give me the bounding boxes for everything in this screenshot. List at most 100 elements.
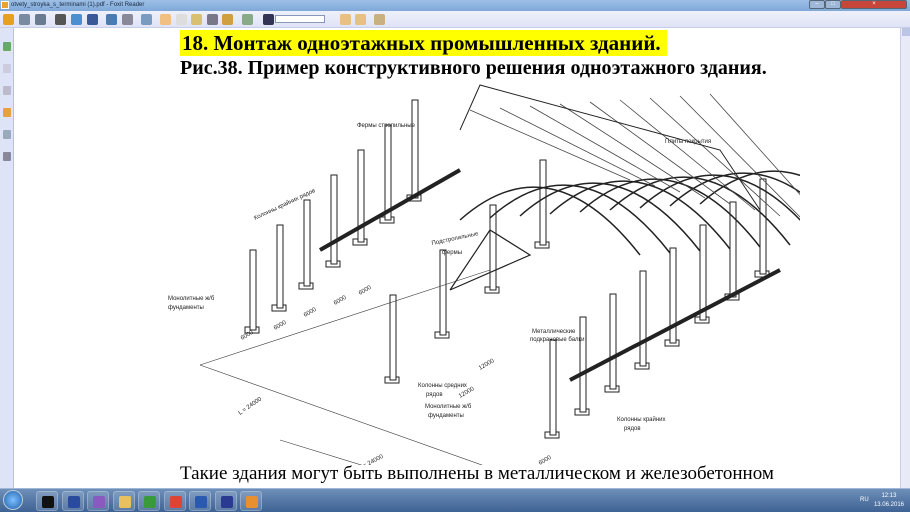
column xyxy=(384,124,392,221)
roof-truss xyxy=(579,178,761,248)
drawing-label: фундаменты xyxy=(168,305,204,311)
column xyxy=(759,178,767,275)
zoom-icon[interactable] xyxy=(122,14,133,25)
taskbar-visual-studio[interactable] xyxy=(87,491,109,511)
print-icon[interactable] xyxy=(55,14,66,25)
roof-truss xyxy=(519,182,701,252)
open-icon[interactable] xyxy=(3,14,14,25)
save-icon[interactable] xyxy=(19,14,30,25)
column xyxy=(357,149,365,243)
drawing-label: L = 24000 xyxy=(358,454,385,465)
figure-caption: Рис.38. Пример конструктивного решения о… xyxy=(180,57,767,79)
dimension-line xyxy=(199,364,483,465)
title-bar: otvety_stroyka_s_terminami (1).pdf - Fox… xyxy=(0,0,910,11)
app-icon xyxy=(220,496,233,508)
roof-truss xyxy=(609,176,791,246)
prev-result-icon[interactable] xyxy=(340,14,351,25)
crane-beam xyxy=(319,168,461,252)
taskbar-cmd[interactable] xyxy=(36,491,58,511)
taskbar-word[interactable] xyxy=(189,491,211,511)
taskbar-foxit[interactable] xyxy=(240,491,262,511)
word-icon xyxy=(195,496,207,508)
facebook-icon[interactable] xyxy=(87,14,98,25)
column xyxy=(669,247,677,344)
pen-icon[interactable] xyxy=(242,14,253,25)
sign-icon[interactable] xyxy=(222,14,233,25)
taskbar-utorrent[interactable] xyxy=(138,491,160,511)
drawing-label: 6000 xyxy=(538,455,553,465)
next-result-icon[interactable] xyxy=(355,14,366,25)
taskbar-winrar[interactable] xyxy=(61,491,84,511)
signatures-icon[interactable] xyxy=(3,152,11,161)
crane-beam xyxy=(569,268,781,382)
close-button[interactable]: × xyxy=(841,0,907,9)
start-button[interactable] xyxy=(3,490,23,510)
save-as-icon[interactable] xyxy=(35,14,46,25)
roof-slab-edge xyxy=(499,107,656,187)
roof-slab-edge xyxy=(649,97,781,217)
snapshot-icon[interactable] xyxy=(207,14,218,25)
hand-tool-icon[interactable] xyxy=(160,14,171,25)
fit-page-button[interactable] xyxy=(902,28,910,36)
roof-truss xyxy=(489,184,671,254)
sub-truss xyxy=(449,229,532,291)
minimize-button[interactable]: – xyxy=(809,0,825,9)
bookmarks-icon[interactable] xyxy=(3,42,11,51)
column xyxy=(489,204,497,291)
roof-truss xyxy=(699,170,800,205)
toolbar xyxy=(0,11,910,28)
column xyxy=(539,159,547,246)
date: 13.06.2016 xyxy=(873,502,904,508)
column xyxy=(579,316,587,413)
attachments-icon[interactable] xyxy=(3,130,11,139)
drawing-label: рядов xyxy=(624,426,641,432)
options-icon[interactable] xyxy=(374,14,385,25)
pages-icon[interactable] xyxy=(141,14,152,25)
drawing-label: Фермы стропильные xyxy=(357,123,416,129)
drawing-label: подкрановые балки xyxy=(530,337,585,343)
text-select-icon[interactable] xyxy=(191,14,202,25)
roof-slab-edge xyxy=(529,105,681,193)
visual-studio-icon xyxy=(93,496,105,508)
drawing-label: Монолитные ж/б xyxy=(425,404,472,410)
winrar-icon xyxy=(67,496,80,508)
roof-truss xyxy=(669,172,800,207)
taskbar-app[interactable] xyxy=(214,491,237,511)
drawing-label: 12000 xyxy=(478,358,496,372)
roof-slab-edge xyxy=(709,93,800,196)
drawing-label: фермы xyxy=(442,250,462,256)
language-indicator[interactable]: RU xyxy=(860,497,869,503)
layers-icon[interactable] xyxy=(3,86,11,95)
vertical-scrollbar[interactable] xyxy=(900,28,910,488)
taskbar-explorer[interactable] xyxy=(112,491,135,511)
find-icon[interactable] xyxy=(263,14,274,25)
body-text: Такие здания могут быть выполнены в мета… xyxy=(180,463,774,484)
pages-icon[interactable] xyxy=(3,64,11,73)
chrome-icon xyxy=(169,496,182,508)
document-page: 18. Монтаж одноэтажных промышленных здан… xyxy=(15,28,900,488)
screen-icon[interactable] xyxy=(106,14,117,25)
column xyxy=(639,270,647,367)
utorrent-icon xyxy=(144,496,156,508)
foxit-icon xyxy=(246,496,258,508)
taskbar-chrome[interactable] xyxy=(163,491,186,511)
drawing-label: Металлические xyxy=(532,329,576,335)
drawing-label: 6000 xyxy=(273,320,288,332)
email-icon[interactable] xyxy=(71,14,82,25)
column xyxy=(549,339,557,436)
drawing-label: 6000 xyxy=(303,307,318,319)
column xyxy=(729,201,737,298)
roof-outline xyxy=(459,84,761,211)
drawing-label: Колонны крайних xyxy=(617,416,666,423)
find-input[interactable] xyxy=(275,15,325,23)
maximize-button[interactable]: □ xyxy=(825,0,841,9)
roof-slab-edge xyxy=(589,101,731,205)
drawing-label: Монолитные ж/б xyxy=(168,296,215,302)
foxit-app-icon xyxy=(1,1,9,9)
select-tool-icon[interactable] xyxy=(176,14,187,25)
comments-icon[interactable] xyxy=(3,108,11,117)
drawing-label: Колонны средних xyxy=(418,383,467,389)
window-title: otvety_stroyka_s_terminami (1).pdf - Fox… xyxy=(11,2,145,8)
